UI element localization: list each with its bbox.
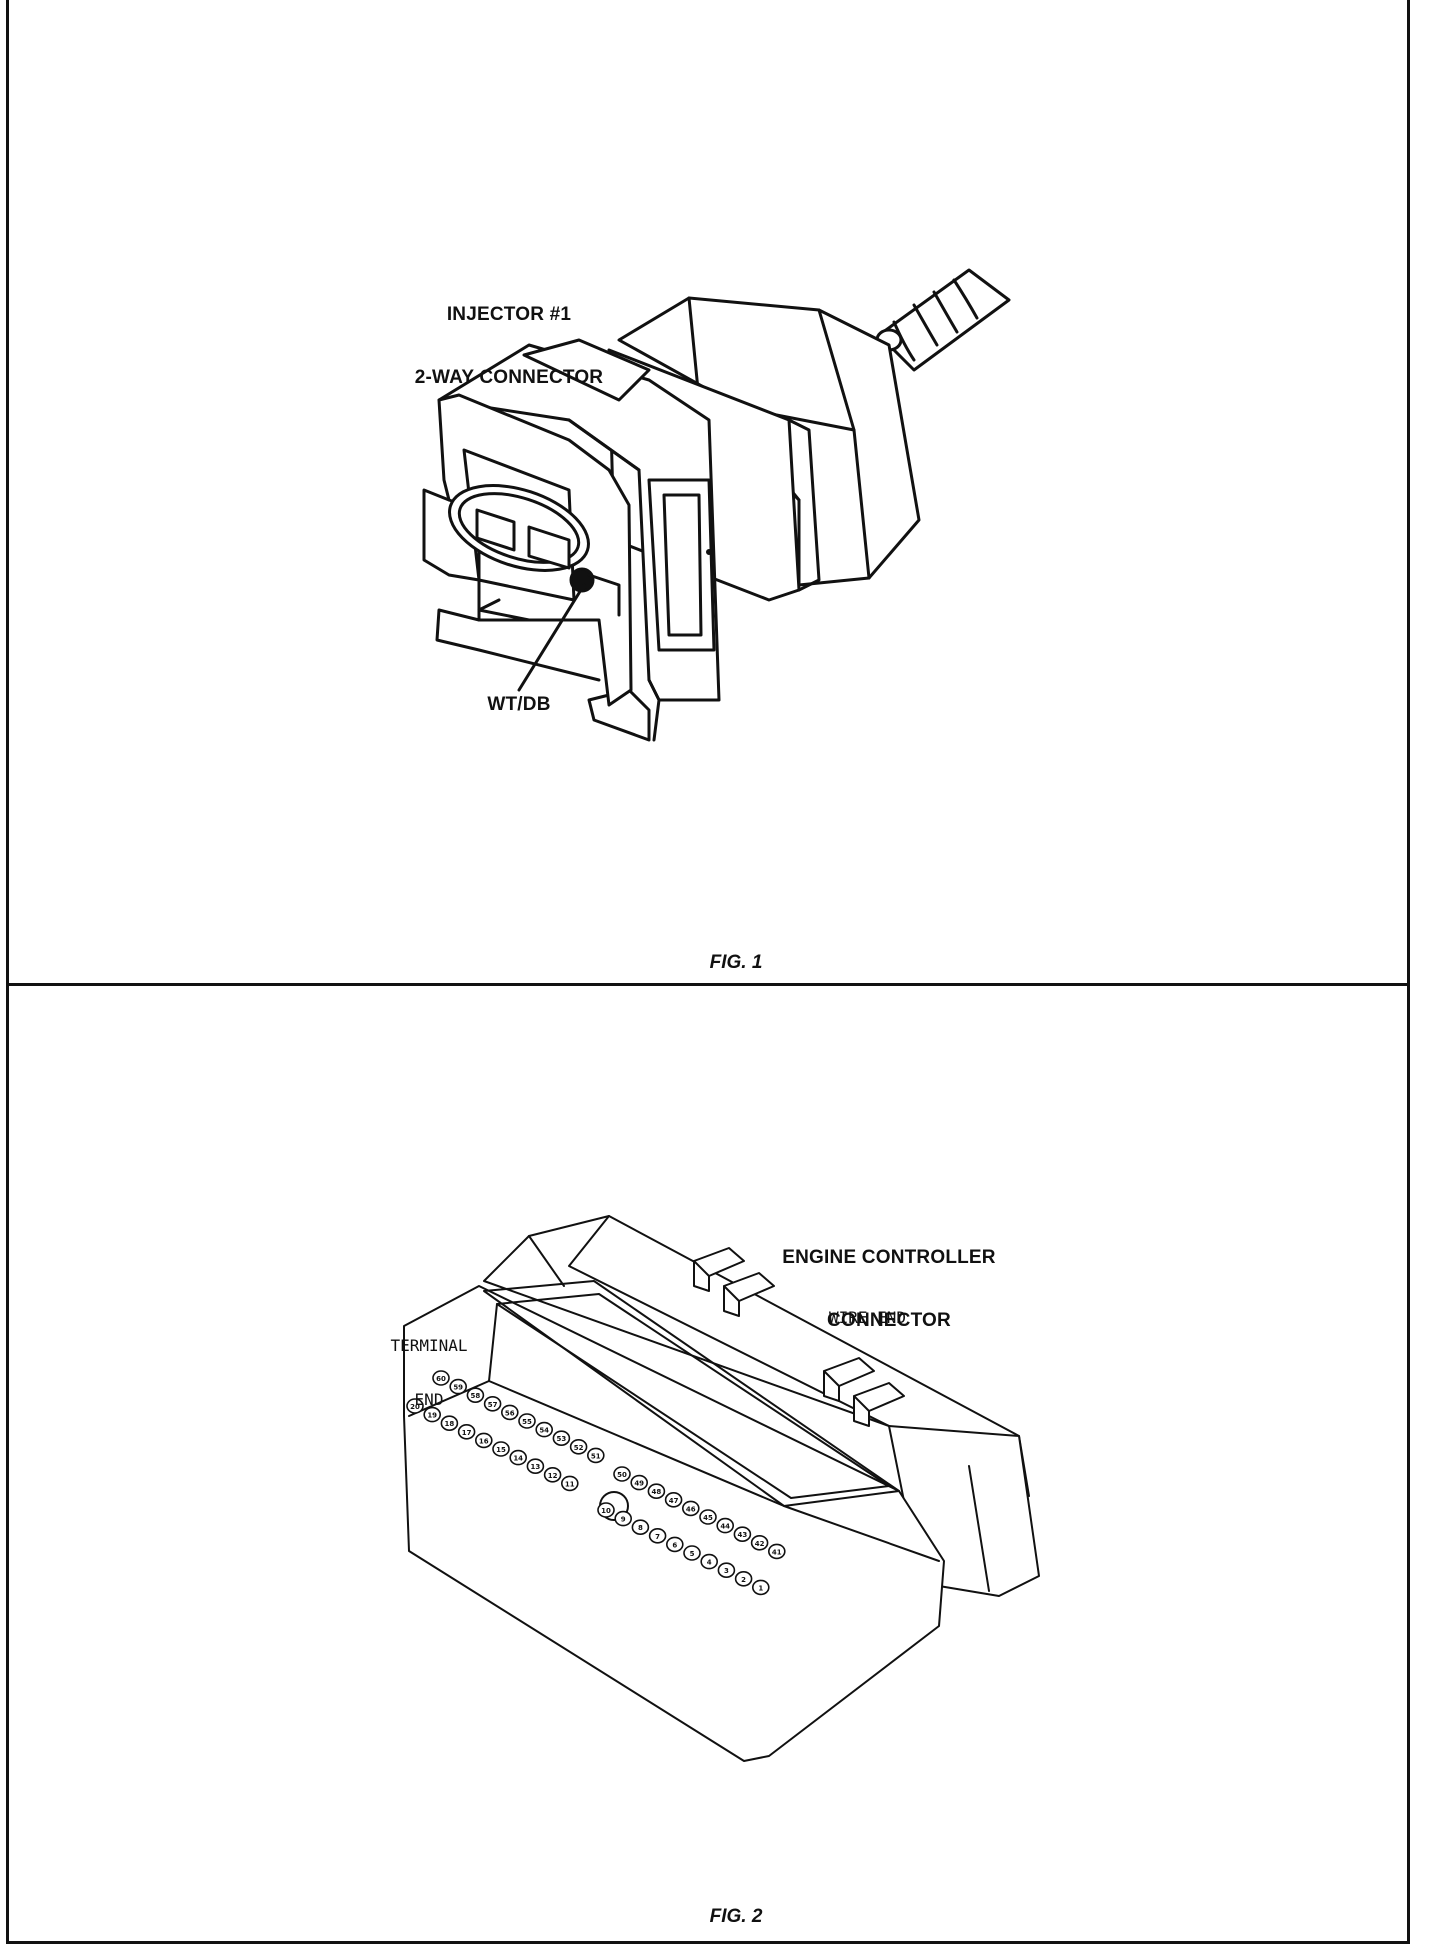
connector-pin: 45 [699,1509,717,1525]
connector-pin: 48 [647,1483,666,1500]
connector-pin-number: 47 [669,1497,679,1505]
connector-pin: 50 [613,1466,631,1482]
connector-pin: 12 [543,1466,562,1483]
connector-pin-number: 43 [738,1531,748,1539]
connector-pin-number: 12 [548,1472,558,1480]
connector-pin-number: 1 [758,1584,763,1592]
pin-layer: 6059585756555453525120191817161514131211… [406,1370,786,1596]
connector-pin-number: 9 [621,1516,626,1524]
terminal-label-line1: TERMINAL [390,1336,468,1355]
connector-pin-number: 42 [755,1540,765,1548]
connector-pin-number: 19 [427,1412,437,1420]
connector-pin-number: 8 [638,1524,643,1532]
figure-2-caption: FIG. 2 [709,1906,763,1927]
connector-pin-number: 11 [565,1480,575,1488]
connector-pin-number: 56 [505,1409,515,1417]
connector-pin-number: 2 [741,1576,746,1584]
connector-pin: 15 [492,1441,510,1457]
connector-pin: 11 [560,1475,579,1492]
connector-pin: 17 [457,1423,476,1440]
engine-label-line2: CONNECTOR [827,1310,951,1331]
connector-pin: 18 [440,1415,459,1432]
engine-controller-connector-drawing [403,1215,1040,1762]
connector-pin: 42 [750,1534,769,1551]
connector-pin: 5 [683,1545,701,1561]
connector-pin: 53 [552,1430,571,1447]
connector-pin-number: 18 [445,1420,455,1428]
connector-pin: 51 [586,1447,605,1464]
connector-pin: 9 [614,1510,633,1527]
connector-pin-number: 45 [703,1514,713,1522]
engine-label-line1: ENGINE CONTROLLER [782,1247,996,1268]
connector-pin-number: 57 [488,1401,498,1409]
connector-pin-number: 58 [471,1392,481,1400]
connector-pin: 58 [466,1387,485,1404]
connector-pin-number: 44 [720,1523,730,1531]
connector-pin: 6 [665,1536,684,1553]
connector-pin: 59 [449,1378,468,1395]
connector-pin-number: 15 [496,1446,506,1454]
connector-pin: 43 [733,1526,752,1543]
connector-pin: 46 [681,1500,700,1517]
connector-pin: 19 [423,1406,442,1423]
connector-pin-number: 6 [672,1541,677,1549]
connector-pin-number: 20 [410,1403,420,1411]
connector-pin-number: 49 [634,1480,644,1488]
connector-pin-number: 53 [557,1435,567,1443]
connector-pin: 7 [648,1527,667,1544]
wire-color-label: WT/DB [487,694,551,715]
connector-pin-number: 55 [522,1418,532,1426]
connector-pin-number: 41 [772,1548,782,1556]
connector-pin-number: 10 [601,1507,611,1515]
connector-pin: 55 [518,1413,536,1429]
connector-pin: 4 [700,1553,719,1570]
connector-pin-number: 54 [539,1427,549,1435]
connector-pin: 3 [717,1562,736,1579]
connector-pin-number: 46 [686,1505,696,1513]
connector-pin: 56 [500,1404,519,1421]
page-frame: INJECTOR #1 2-WAY CONNECTOR WT/DB FIG. 1 [6,0,1410,1944]
connector-pin: 13 [526,1458,545,1475]
injector-label-line1: INJECTOR #1 [446,304,572,325]
injector-connector-label: INJECTOR #1 2-WAY CONNECTOR [379,262,639,430]
engine-controller-label: ENGINE CONTROLLER CONNECTOR [749,1205,1029,1373]
connector-pin: 49 [630,1474,649,1491]
figure-1-caption: FIG. 1 [709,952,763,973]
injector-connector-drawing [422,268,1011,742]
connector-pin-number: 48 [652,1488,662,1496]
connector-pin: 10 [597,1502,615,1518]
figure-1-panel: INJECTOR #1 2-WAY CONNECTOR WT/DB FIG. 1 [9,0,1407,986]
connector-pin: 20 [406,1398,424,1414]
connector-pin-number: 13 [531,1463,541,1471]
connector-pin-number: 50 [617,1471,627,1479]
connector-pin-number: 4 [707,1559,712,1567]
connector-pin: 41 [767,1543,786,1560]
injector-label-line2: 2-WAY CONNECTOR [414,367,604,388]
connector-pin: 47 [664,1491,683,1508]
connector-pin-number: 59 [453,1384,463,1392]
connector-pin: 57 [483,1395,502,1412]
terminal-end-label: TERMINAL END [374,1301,484,1445]
wire-end-label: WIRE END [829,1308,907,1327]
connector-pin: 54 [535,1421,554,1438]
connector-pin: 1 [751,1579,770,1596]
connector-pin: 14 [509,1449,528,1466]
connector-pin-number: 7 [655,1533,660,1541]
connector-pin: 2 [734,1570,753,1587]
connector-pin-number: 14 [513,1455,523,1463]
connector-pin-number: 51 [591,1452,601,1460]
connector-pin-number: 17 [462,1429,472,1437]
connector-pin: 52 [569,1438,588,1455]
connector-pin-number: 52 [574,1444,584,1452]
connector-pin-number: 5 [690,1550,695,1558]
connector-pin: 8 [631,1519,650,1536]
connector-pin: 16 [474,1432,493,1449]
connector-pin-number: 16 [479,1437,489,1445]
connector-pin-number: 3 [724,1567,729,1575]
connector-pin-number: 60 [436,1375,446,1383]
connector-pin: 60 [432,1370,450,1386]
terminal-label-line2: END [414,1390,444,1409]
connector-pin: 44 [716,1517,735,1534]
